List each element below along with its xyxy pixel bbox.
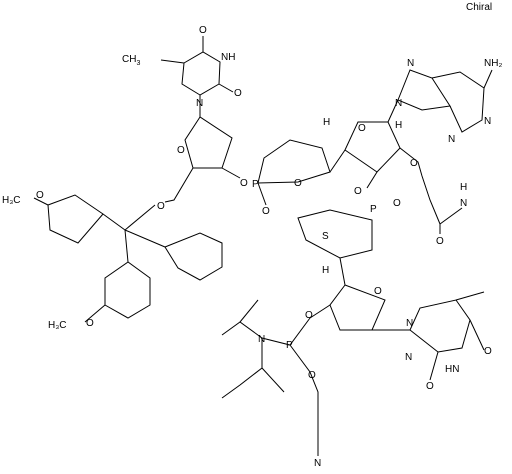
atom-thymine-top-n1: N bbox=[196, 98, 203, 109]
atom-label-layer: O NH O CH3 N O O O H₃C O H₃C O P O O O H… bbox=[2, 25, 502, 469]
atom-adenosine-n7: N bbox=[407, 58, 414, 69]
atom-adenosine-ring-o: O bbox=[358, 123, 366, 134]
atom-dmt-methoxy-upper: H₃C bbox=[2, 195, 21, 206]
atom-thymine-top-nh: NH bbox=[221, 52, 235, 63]
atom-adenosine-n3: N bbox=[448, 134, 455, 145]
atom-adenosine-n9: N bbox=[395, 98, 402, 109]
atom-thiaphosphinane-o-oxo: O bbox=[393, 198, 401, 209]
atom-oxaphosphinane-o-oxo: O bbox=[262, 206, 270, 217]
atom-amide-o: O bbox=[436, 236, 444, 247]
atom-phosphoramidite-n: N bbox=[258, 334, 265, 345]
atom-thiaphosphinane-h: H bbox=[322, 265, 329, 276]
atom-phosphoramidite-o: O bbox=[308, 370, 316, 381]
atom-dmt-methoxy-lower: H₃C bbox=[48, 320, 67, 331]
atom-sugar-top-o3: O bbox=[240, 178, 248, 189]
atom-thymine-top-oxo-upper: O bbox=[199, 25, 207, 36]
chiral-label: Chiral bbox=[466, 2, 493, 13]
atom-amide-n: N bbox=[460, 198, 467, 209]
atom-phosphoramidite-p: P bbox=[286, 340, 293, 351]
atom-adenosine-o3: O bbox=[354, 186, 362, 197]
atom-amide-h: H bbox=[460, 182, 467, 193]
atom-thymine-bottom-n1: N bbox=[405, 352, 412, 363]
atom-dmt-methoxy-lower-o: O bbox=[86, 318, 94, 329]
atom-thymine-bottom-oxo-lower: O bbox=[426, 381, 434, 392]
atom-oxaphosphinane-o-ring: O bbox=[294, 178, 302, 189]
atom-sugar-bottom-ring-o: O bbox=[374, 286, 382, 297]
atom-thymine-bottom-nh: HN bbox=[445, 364, 459, 375]
atom-thymine-top-oxo-lower: O bbox=[234, 88, 242, 99]
atom-sugar-top-ring-o: O bbox=[177, 145, 185, 156]
atom-adenosine-h2: H bbox=[395, 120, 402, 131]
atom-adenosine-n1: N bbox=[484, 116, 491, 127]
atom-sugar-top-o5: O bbox=[157, 201, 165, 212]
atom-oxaphosphinane-p: P bbox=[252, 179, 259, 190]
atom-thymine-bottom-oxo-upper: O bbox=[484, 346, 492, 357]
atom-adenosine-nh2: NH₂ bbox=[484, 58, 502, 69]
atom-sugar-bottom-n1: N bbox=[406, 318, 413, 329]
atom-cyanoethyl-n: N bbox=[314, 458, 321, 469]
atom-thymine-top-methyl: CH3 bbox=[122, 54, 140, 67]
atom-thiaphosphinane-s: S bbox=[322, 231, 329, 242]
atom-adenosine-h1: H bbox=[323, 117, 330, 128]
bond-layer bbox=[33, 36, 493, 456]
atom-adenosine-o2: O bbox=[410, 158, 418, 169]
atom-dmt-methoxy-upper-o: O bbox=[36, 190, 44, 201]
atom-thiaphosphinane-p: P bbox=[370, 204, 377, 215]
atom-sugar-bottom-o3: O bbox=[305, 310, 313, 321]
